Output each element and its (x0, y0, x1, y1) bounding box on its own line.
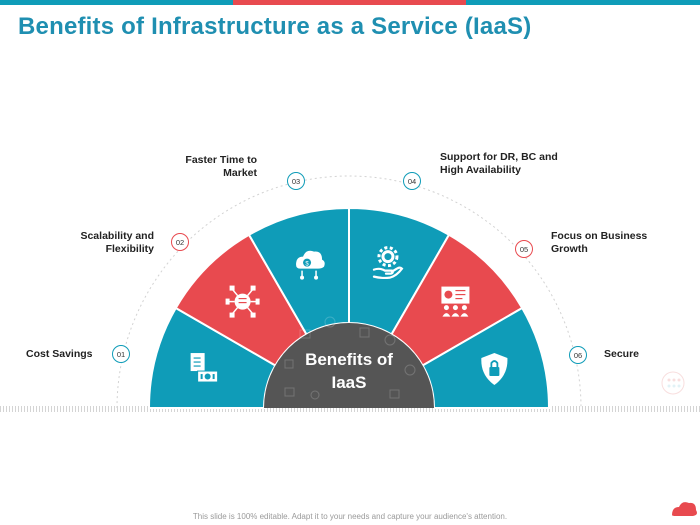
center-label-line2: IaaS (332, 373, 367, 392)
presentation-board-icon (441, 286, 470, 317)
cloud-money-icon: $ (296, 250, 325, 280)
gear-hand-icon (372, 246, 404, 280)
number-badge-06: 06 (569, 346, 587, 364)
decorative-dots-icon (661, 371, 685, 395)
benefit-label-06: Secure (604, 348, 640, 360)
outer-dotted-arc (116, 175, 582, 409)
shield-lock-icon (481, 353, 508, 386)
brand-cloud-icon (672, 502, 697, 516)
slide-title: Benefits of Infrastructure as a Service … (18, 13, 532, 40)
top-accent-bar-teal-right (466, 0, 700, 5)
number-badge-01: 01 (112, 345, 130, 363)
center-semicircle (264, 323, 434, 408)
number-badge-05: 05 (515, 240, 533, 258)
money-bills-icon (190, 353, 219, 383)
benefit-label-01: Cost Savings (26, 348, 93, 360)
center-background-pattern (284, 316, 416, 400)
number-badge-04: 04 (403, 172, 421, 190)
scalability-network-icon (225, 285, 260, 318)
top-accent-bar-red (233, 0, 466, 5)
svg-text:$: $ (305, 262, 309, 268)
number-badge-03: 03 (287, 172, 305, 190)
footer-note: This slide is 100% editable. Adapt it to… (192, 512, 508, 521)
number-badge-02: 02 (171, 233, 189, 251)
center-label-line1: Benefits of (305, 350, 393, 369)
top-accent-bar-teal (0, 0, 233, 5)
